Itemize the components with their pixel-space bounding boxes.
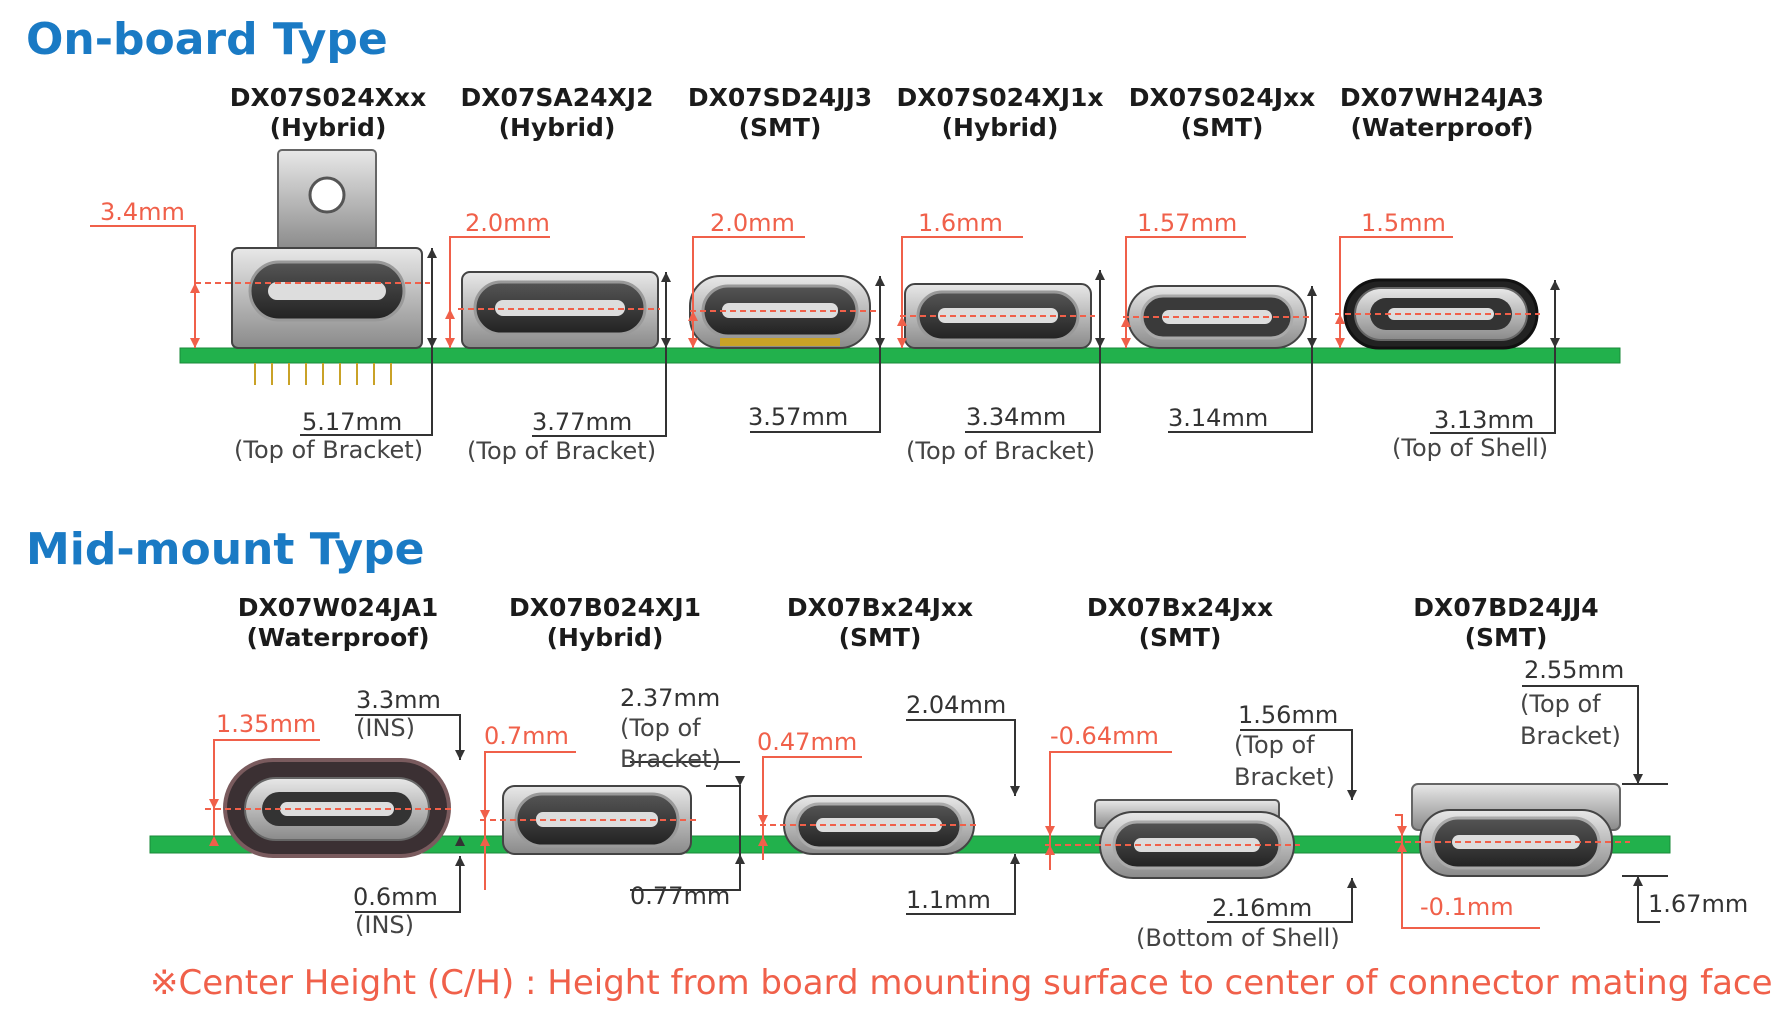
midmount-4-top-note-1: (Top of: [1234, 731, 1315, 759]
onboard-product-2-label: DX07SA24XJ2 (Hybrid): [461, 83, 654, 143]
midmount-product-1-label: DX07W024JA1 (Waterproof): [238, 593, 439, 653]
midmount-5-bottom: 1.67mm: [1648, 890, 1749, 918]
connector-onboard-1: [231, 149, 423, 385]
midmount-product-4-label: DX07Bx24Jxx (SMT): [1087, 593, 1273, 653]
midmount-5-top: 2.55mm: [1524, 656, 1625, 684]
midmount-product-3-label: DX07Bx24Jxx (SMT): [787, 593, 973, 653]
product-type: (Hybrid): [269, 113, 387, 142]
midmount-4-top: 1.56mm: [1238, 701, 1339, 729]
onboard-1-height-note: (Top of Bracket): [234, 436, 424, 464]
product-name: DX07SA24XJ2: [460, 83, 654, 112]
midmount-1-bottom-note: (INS): [355, 911, 414, 939]
onboard-product-4-label: DX07S024XJ1x (Hybrid): [896, 83, 1103, 143]
product-type: (SMT): [1464, 623, 1548, 652]
pcb-board-onboard: [179, 347, 1621, 364]
onboard-5-center-height: 1.57mm: [1137, 209, 1238, 237]
onboard-2-height: 3.77mm: [532, 408, 633, 436]
onboard-5-height: 3.14mm: [1168, 404, 1269, 432]
midmount-2-top: 2.37mm: [620, 684, 721, 712]
product-type: (Waterproof): [246, 623, 430, 652]
connector-midmount-5: [1411, 783, 1621, 877]
midmount-1-top-note: (INS): [356, 714, 415, 742]
onboard-4-center-height: 1.6mm: [918, 209, 1003, 237]
product-name: DX07W024JA1: [237, 593, 439, 622]
onboard-2-center-height: 2.0mm: [465, 209, 550, 237]
product-type: (Hybrid): [546, 623, 664, 652]
product-name: DX07S024XJ1x: [896, 83, 1104, 112]
midmount-3-center-height: 0.47mm: [757, 728, 858, 756]
onboard-6-height: 3.13mm: [1434, 406, 1535, 434]
connector-midmount-3: [783, 795, 975, 855]
connector-midmount-4: [1094, 799, 1295, 879]
product-name: DX07B024XJ1: [508, 593, 702, 622]
product-type: (SMT): [1138, 623, 1222, 652]
midmount-5-top-note-2: Bracket): [1520, 722, 1621, 750]
midmount-1-bottom: 0.6mm: [353, 883, 438, 911]
midmount-5-center-height: -0.1mm: [1420, 893, 1514, 921]
product-type: (SMT): [1180, 113, 1264, 142]
midmount-1-center-height: 1.35mm: [216, 710, 317, 738]
product-type: (SMT): [738, 113, 822, 142]
product-name: DX07Bx24Jxx: [786, 593, 974, 622]
connector-midmount-2: [502, 785, 692, 855]
product-name: DX07S024Jxx: [1128, 83, 1316, 112]
midmount-product-2-label: DX07B024XJ1 (Hybrid): [509, 593, 701, 653]
product-name: DX07BD24JJ4: [1413, 593, 1599, 622]
onboard-product-3-label: DX07SD24JJ3 (SMT): [688, 83, 872, 143]
product-name: DX07SD24JJ3: [687, 83, 873, 112]
product-name: DX07WH24JA3: [1339, 83, 1545, 112]
product-type: (Hybrid): [941, 113, 1059, 142]
onboard-3-height: 3.57mm: [748, 403, 849, 431]
onboard-4-height: 3.34mm: [966, 403, 1067, 431]
onboard-section-title: On-board Type: [26, 14, 388, 65]
product-type: (Waterproof): [1350, 113, 1534, 142]
midmount-4-bottom-note: (Bottom of Shell): [1136, 924, 1340, 952]
onboard-product-5-label: DX07S024Jxx (SMT): [1129, 83, 1316, 143]
onboard-3-center-height: 2.0mm: [710, 209, 795, 237]
onboard-1-height: 5.17mm: [302, 408, 403, 436]
center-height-footnote: ※Center Height (C/H) : Height from board…: [150, 963, 1773, 1003]
midmount-2-bottom: 0.77mm: [630, 882, 731, 910]
onboard-1-center-height: 3.4mm: [100, 198, 185, 226]
midmount-2-top-note-2: Bracket): [620, 745, 721, 773]
onboard-6-center-height: 1.5mm: [1361, 209, 1446, 237]
onboard-2-height-note: (Top of Bracket): [467, 437, 657, 465]
midmount-product-5-label: DX07BD24JJ4 (SMT): [1413, 593, 1598, 653]
connector-onboard-4: [904, 283, 1092, 349]
onboard-product-1-label: DX07S024Xxx (Hybrid): [230, 83, 427, 143]
midmount-4-bottom: 2.16mm: [1212, 894, 1313, 922]
midmount-4-top-note-2: Bracket): [1234, 763, 1335, 791]
midmount-1-top: 3.3mm: [356, 686, 441, 714]
midmount-3-bottom: 1.1mm: [906, 886, 991, 914]
product-name: DX07Bx24Jxx: [1086, 593, 1274, 622]
product-type: (SMT): [838, 623, 922, 652]
midmount-5-top-note-1: (Top of: [1520, 690, 1601, 718]
onboard-product-6-label: DX07WH24JA3 (Waterproof): [1340, 83, 1544, 143]
midmount-4-center-height: -0.64mm: [1050, 722, 1159, 750]
midmount-section-title: Mid-mount Type: [26, 524, 425, 575]
product-type: (Hybrid): [498, 113, 616, 142]
midmount-3-top: 2.04mm: [906, 691, 1007, 719]
midmount-2-top-note-1: (Top of: [620, 714, 701, 742]
product-name: DX07S024Xxx: [229, 83, 427, 112]
onboard-6-height-note: (Top of Shell): [1392, 434, 1549, 462]
onboard-4-height-note: (Top of Bracket): [906, 437, 1096, 465]
midmount-2-center-height: 0.7mm: [484, 722, 569, 750]
